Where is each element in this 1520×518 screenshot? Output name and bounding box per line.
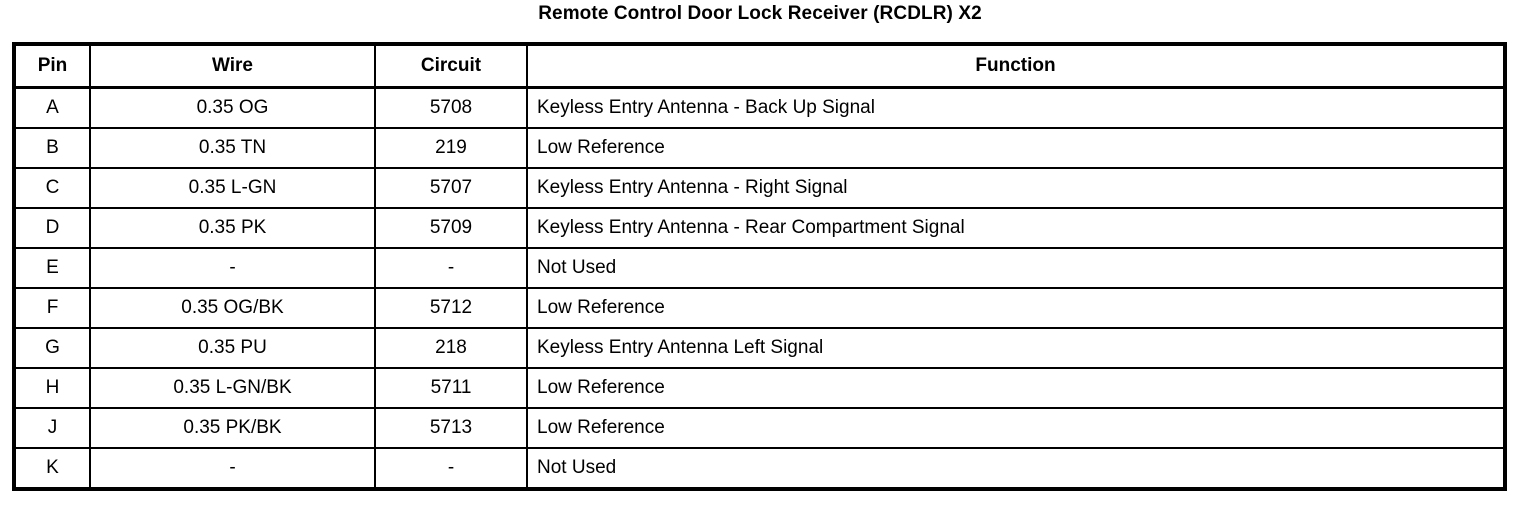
cell-pin: A bbox=[13, 86, 91, 129]
cell-pin: G bbox=[13, 327, 91, 369]
cell-wire: - bbox=[89, 247, 376, 289]
cell-wire: 0.35 OG/BK bbox=[89, 287, 376, 329]
cell-function: Low Reference bbox=[526, 367, 1506, 409]
table-header-row: Pin Wire Circuit Function bbox=[13, 43, 1506, 89]
cell-wire: 0.35 PK bbox=[89, 207, 376, 249]
cell-pin: H bbox=[13, 367, 91, 409]
column-header-wire: Wire bbox=[89, 43, 376, 89]
column-header-circuit: Circuit bbox=[374, 43, 528, 89]
cell-circuit: 218 bbox=[374, 327, 528, 369]
cell-function: Low Reference bbox=[526, 127, 1506, 169]
cell-circuit: 219 bbox=[374, 127, 528, 169]
cell-circuit: 5709 bbox=[374, 207, 528, 249]
cell-wire: 0.35 PK/BK bbox=[89, 407, 376, 449]
table-header: Pin Wire Circuit Function bbox=[13, 43, 1506, 89]
table-row: K--Not Used bbox=[13, 447, 1506, 489]
cell-wire: 0.35 TN bbox=[89, 127, 376, 169]
cell-pin: J bbox=[13, 407, 91, 449]
cell-function: Not Used bbox=[526, 447, 1506, 489]
cell-circuit: 5712 bbox=[374, 287, 528, 329]
cell-function: Low Reference bbox=[526, 407, 1506, 449]
cell-function: Keyless Entry Antenna - Back Up Signal bbox=[526, 86, 1506, 129]
column-header-pin: Pin bbox=[13, 43, 91, 89]
cell-pin: B bbox=[13, 127, 91, 169]
cell-function: Keyless Entry Antenna - Rear Compartment… bbox=[526, 207, 1506, 249]
cell-circuit: 5711 bbox=[374, 367, 528, 409]
cell-circuit: - bbox=[374, 447, 528, 489]
cell-function: Keyless Entry Antenna Left Signal bbox=[526, 327, 1506, 369]
page-title: Remote Control Door Lock Receiver (RCDLR… bbox=[538, 3, 982, 24]
cell-pin: F bbox=[13, 287, 91, 329]
cell-function: Low Reference bbox=[526, 287, 1506, 329]
cell-circuit: - bbox=[374, 247, 528, 289]
table-row: E--Not Used bbox=[13, 247, 1506, 289]
column-header-function: Function bbox=[526, 43, 1506, 89]
cell-pin: E bbox=[13, 247, 91, 289]
cell-function: Keyless Entry Antenna - Right Signal bbox=[526, 167, 1506, 209]
cell-wire: 0.35 L-GN bbox=[89, 167, 376, 209]
cell-wire: - bbox=[89, 447, 376, 489]
cell-wire: 0.35 PU bbox=[89, 327, 376, 369]
cell-circuit: 5713 bbox=[374, 407, 528, 449]
cell-wire: 0.35 OG bbox=[89, 86, 376, 129]
cell-pin: C bbox=[13, 167, 91, 209]
cell-circuit: 5707 bbox=[374, 167, 528, 209]
cell-circuit: 5708 bbox=[374, 86, 528, 129]
cell-pin: D bbox=[13, 207, 91, 249]
cell-wire: 0.35 L-GN/BK bbox=[89, 367, 376, 409]
cell-function: Not Used bbox=[526, 247, 1506, 289]
cell-pin: K bbox=[13, 447, 91, 489]
